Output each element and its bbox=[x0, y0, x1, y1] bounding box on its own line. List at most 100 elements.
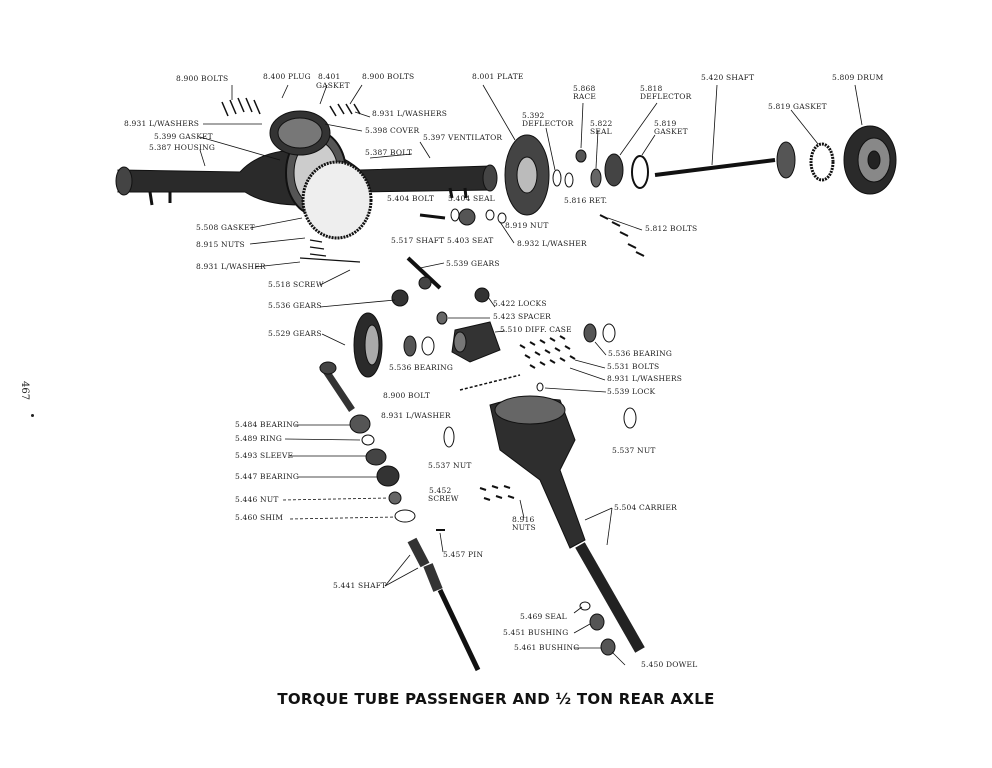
label-nut-8919: 8.919 NUT bbox=[505, 221, 549, 230]
bearing-5536-right bbox=[583, 323, 597, 343]
label-gasket-5508: 5.508 GASKET bbox=[196, 223, 255, 232]
gasket-5819-right bbox=[809, 142, 835, 182]
gasket-5819 bbox=[631, 155, 649, 189]
housing-gasket bbox=[301, 160, 373, 240]
label-deflector-5818: 5.818 bbox=[640, 84, 663, 93]
bearing-5536-right-b bbox=[602, 323, 616, 343]
label-ventilator-5397: 5.397 VENTILATOR bbox=[423, 133, 503, 142]
label-sleeve-5493: 5.493 SLEEVE bbox=[235, 451, 294, 460]
label-nut-5537-mid: 5.537 NUT bbox=[428, 461, 472, 470]
carrier bbox=[489, 395, 645, 653]
label-deflector-5392-b: DEFLECTOR bbox=[522, 119, 574, 128]
diagram-title: TORQUE TUBE PASSENGER AND ½ TON REAR AXL… bbox=[277, 690, 715, 708]
label-gears-5536: 5.536 GEARS bbox=[268, 301, 322, 310]
label-seal-5822-b: SEAL bbox=[590, 127, 612, 136]
label-bearing-5536-r: 5.536 BEARING bbox=[608, 349, 673, 358]
diff-case bbox=[451, 321, 501, 363]
brake-plate bbox=[504, 134, 550, 216]
bushing-5451-b bbox=[600, 638, 616, 656]
label-bushing-5451-b: 5.461 BUSHING bbox=[514, 643, 580, 652]
sleeve-5493 bbox=[365, 448, 387, 466]
label-bolt-5387: 5.387 BOLT bbox=[365, 148, 413, 157]
label-screw-5452-b: SCREW bbox=[428, 494, 459, 503]
label-race-5868: 5.868 bbox=[573, 84, 596, 93]
label-screw-5518: 5.518 SCREW bbox=[268, 280, 324, 289]
label-spacer-5423: 5.423 SPACER bbox=[493, 312, 552, 321]
washer-8932 bbox=[497, 212, 507, 224]
label-seal-5404: 5.404 SEAL bbox=[448, 194, 495, 203]
bearing-5447 bbox=[376, 465, 400, 487]
page-number: 467 bbox=[19, 381, 30, 401]
label-dowel-5450: 5.450 DOWEL bbox=[641, 660, 698, 669]
label-cover-5398: 5.398 COVER bbox=[365, 126, 420, 135]
race-ring bbox=[575, 149, 587, 163]
leader-lines bbox=[199, 84, 863, 666]
ring-gear bbox=[353, 312, 383, 378]
label-seal-5469: 5.469 SEAL bbox=[520, 612, 567, 621]
label-lock-5539: 5.539 LOCK bbox=[607, 387, 656, 396]
label-race-5868-b: RACE bbox=[573, 92, 597, 101]
label-case-5510: 5.510 DIFF. CASE bbox=[500, 325, 572, 334]
label-gasket-5819: 5.819 bbox=[654, 119, 677, 128]
label-bushing-5451-a: 5.451 BUSHING bbox=[503, 628, 569, 637]
label-washer-8932: 8.932 L/WASHER bbox=[517, 239, 587, 248]
bolt-8900 bbox=[459, 374, 521, 391]
label-washer-8931-mid: 8.931 L/WASHER bbox=[381, 411, 451, 420]
label-washers-8931-r: 8.931 L/WASHERS bbox=[607, 374, 683, 383]
bearing-5536-left-b bbox=[421, 336, 435, 356]
label-housing-5387: 5.387 HOUSING bbox=[149, 143, 216, 152]
bolt-5404 bbox=[419, 213, 446, 220]
label-shim-5460: 5.460 SHIM bbox=[235, 513, 284, 522]
screws-5452 bbox=[479, 485, 515, 501]
propeller-shaft bbox=[407, 537, 481, 672]
bearing-5536-left bbox=[403, 335, 417, 357]
label-gasket-8401-b: GASKET bbox=[316, 81, 350, 90]
seal-ring bbox=[590, 168, 602, 188]
nut-5537-right bbox=[623, 407, 637, 429]
lock-5539 bbox=[536, 382, 544, 392]
spacer bbox=[436, 311, 448, 325]
left-bolts bbox=[299, 239, 361, 263]
label-ring-5489: 5.489 RING bbox=[235, 434, 283, 443]
label-bearing-5447: 5.447 BEARING bbox=[235, 472, 300, 481]
label-nuts-8916-b: NUTS bbox=[512, 523, 536, 532]
label-nuts-8915: 8.915 NUTS bbox=[196, 240, 245, 249]
label-plate-8001: 8.001 PLATE bbox=[472, 72, 524, 81]
diff-gear-left bbox=[391, 289, 409, 307]
label-shaft-5517: 5.517 SHAFT bbox=[391, 236, 445, 245]
shim-5460 bbox=[394, 509, 416, 523]
label-gasket-5819-b: GASKET bbox=[654, 127, 688, 136]
label-pin-5457: 5.457 PIN bbox=[443, 550, 484, 559]
label-deflector-5392: 5.392 bbox=[522, 111, 545, 120]
nut-5537-mid bbox=[443, 426, 455, 448]
diff-shaft bbox=[406, 256, 442, 290]
label-drum-5809: 5.809 DRUM bbox=[832, 73, 884, 82]
label-washers-8931-top: 8.931 L/WASHERS bbox=[372, 109, 448, 118]
label-bearing-5536: 5.536 BEARING bbox=[389, 363, 454, 372]
axle-shaft bbox=[654, 141, 796, 179]
label-seal-5822: 5.822 bbox=[590, 119, 613, 128]
label-bolts-5531: 5.531 BOLTS bbox=[607, 362, 660, 371]
label-gears-5529: 5.529 GEARS bbox=[268, 329, 322, 338]
nut-8919 bbox=[485, 209, 495, 221]
diff-gear-right bbox=[474, 287, 490, 303]
label-nut-5537-r: 5.537 NUT bbox=[612, 446, 656, 455]
bushing-5451-a bbox=[589, 613, 605, 631]
label-gasket-8401: 8.401 bbox=[318, 72, 341, 81]
label-deflector-5818-b: DEFLECTOR bbox=[640, 92, 692, 101]
label-locks-5422: 5.422 LOCKS bbox=[493, 299, 547, 308]
label-screw-5452: 5.452 bbox=[429, 486, 452, 495]
seal-5404 bbox=[458, 208, 476, 226]
nut-5446 bbox=[388, 491, 402, 505]
label-bolts-8900-top: 8.900 BOLTS bbox=[176, 74, 229, 83]
ret-ring bbox=[564, 172, 574, 188]
label-ret-5816: 5.816 RET. bbox=[564, 196, 608, 205]
label-nuts-8916: 8.916 bbox=[512, 515, 535, 524]
deflector-ring bbox=[552, 169, 562, 187]
label-seat-5403: 5.403 SEAT bbox=[447, 236, 494, 245]
bolt-group-top bbox=[221, 97, 361, 117]
bearing-5484 bbox=[349, 414, 371, 434]
diff-gear-center bbox=[418, 276, 432, 290]
bolts-5531 bbox=[519, 335, 576, 369]
